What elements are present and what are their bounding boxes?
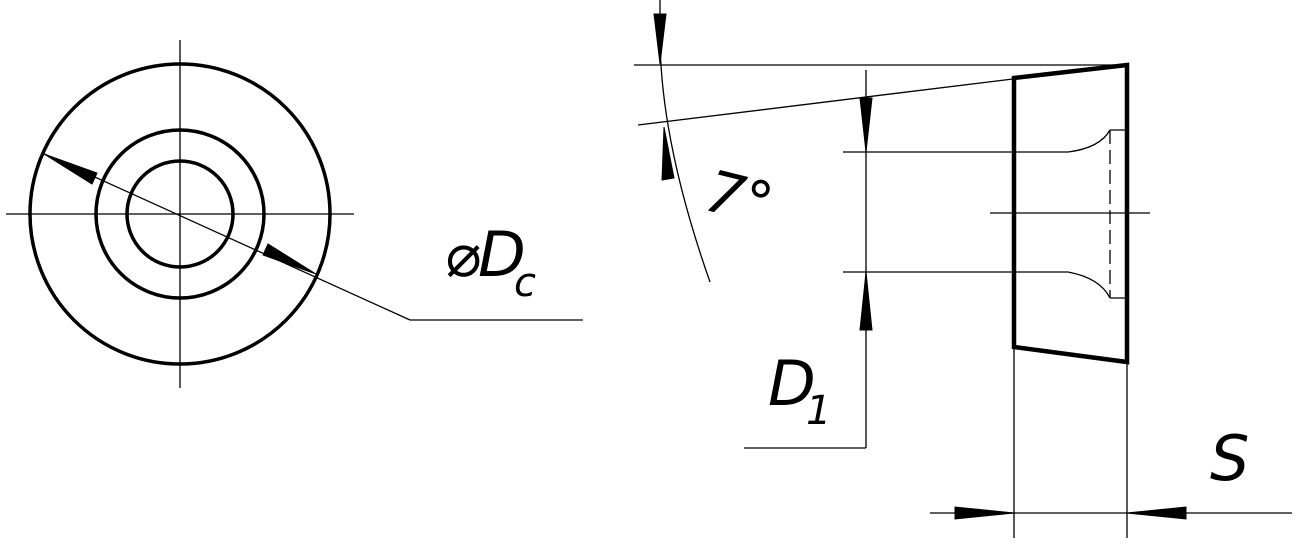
inner-circle [125,159,235,269]
diameter-subscript: c [514,260,536,306]
angle-label: 7° [699,157,779,239]
front-view [6,40,583,388]
hole-upper-curve [843,129,1111,153]
d1-label: D 1 [768,347,831,434]
d1-letter: D [768,347,816,420]
middle-circle [94,128,266,300]
diameter-arrow-left [43,153,98,185]
d1-subscript: 1 [806,388,831,434]
thickness-label: S [1210,422,1249,495]
d1-arrow-top [859,97,873,153]
angle-arrow-top [653,13,667,65]
angle-arc [659,0,711,283]
diameter-label: ⌀ D c [444,218,536,306]
side-view [634,0,1292,538]
s-arrow-left [954,506,1015,520]
d1-arrow-bottom [859,271,873,331]
s-arrow-right [1126,506,1187,520]
hole-lower-curve [843,271,1111,299]
diameter-arrow-right [262,243,317,275]
angle-arrow-bottom [661,126,675,181]
outer-circle [28,62,332,366]
diameter-symbol: ⌀ [444,221,480,291]
clearance-extension-line [637,64,1128,126]
diameter-letter: D [478,218,526,291]
diameter-dimension-line [41,152,411,321]
